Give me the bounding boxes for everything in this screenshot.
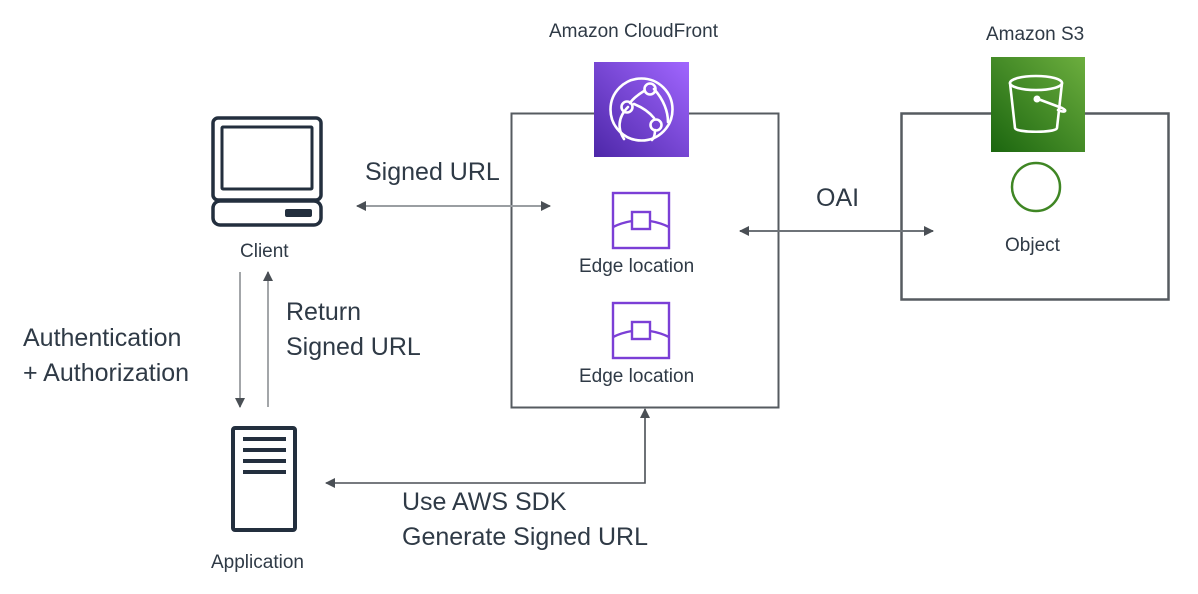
return-url-label-line2: Signed URL [286,333,421,361]
sdk-label-line2: Generate Signed URL [402,523,648,551]
edge-location-label: Edge location [579,366,695,387]
client-label: Client [240,241,289,262]
server-icon [231,426,297,532]
sdk-label: Use AWS SDK Generate Signed URL [402,485,648,555]
return-url-label-line1: Return [286,298,362,326]
edge-location-icon [611,301,671,360]
desktop-computer-icon [211,116,323,227]
object-label: Object [1005,235,1060,256]
sdk-label-line1: Use AWS SDK [402,488,567,516]
edge-location-label: Edge location [579,256,695,277]
sdk-arrow [325,408,650,488]
auth-label: Authentication + Authorization [23,321,189,391]
signed-url-label: Signed URL [365,158,500,186]
auth-label-line2: + Authorization [23,359,190,387]
cloudfront-title: Amazon CloudFront [549,21,718,42]
return-url-label: Return Signed URL [286,295,421,365]
edge-location-icon [611,191,671,250]
cloudfront-icon [594,62,689,157]
s3-title: Amazon S3 [986,24,1085,45]
application-label: Application [211,552,304,573]
object-circle-icon [1010,161,1062,213]
s3-bucket-icon [991,57,1085,152]
oai-label: OAI [816,184,860,212]
auth-label-line1: Authentication [23,324,182,352]
